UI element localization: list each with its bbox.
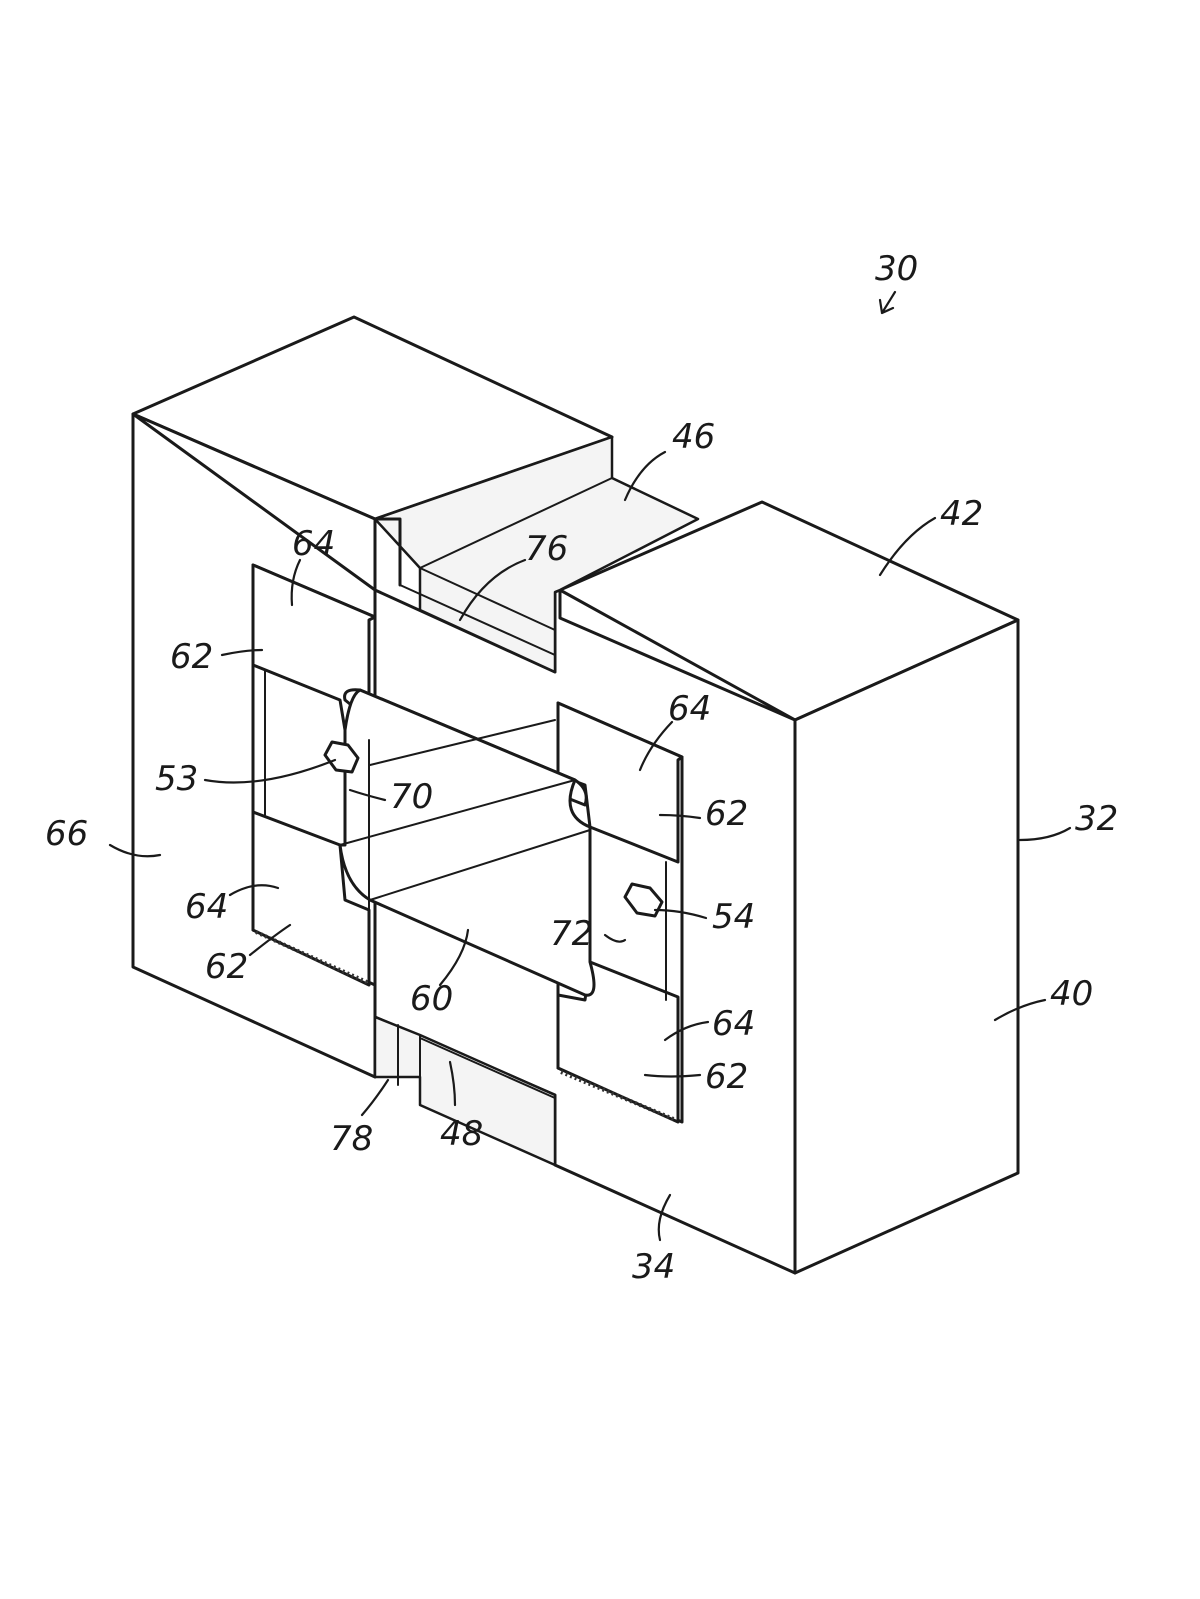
- leader-30: [878, 290, 897, 315]
- leader-62-ul: [220, 648, 264, 657]
- label-62-lr: 62: [705, 1057, 748, 1097]
- label-64-lr: 64: [712, 1004, 755, 1044]
- label-78: 78: [330, 1119, 373, 1159]
- label-60: 60: [410, 979, 453, 1019]
- top-slot: [373, 435, 700, 674]
- right-bolt: [623, 882, 664, 918]
- label-30: 30: [875, 249, 918, 289]
- leader-34: [657, 1193, 672, 1242]
- label-64-ll: 64: [185, 887, 228, 927]
- leader-66: [108, 843, 162, 858]
- leader-lines: [108, 290, 1072, 1242]
- label-32: 32: [1075, 799, 1118, 839]
- leader-62-lr: [643, 1073, 702, 1078]
- leader-64-ur: [638, 720, 674, 772]
- leader-76: [458, 558, 527, 622]
- leader-70: [348, 788, 387, 802]
- leader-40: [993, 998, 1047, 1022]
- leader-48: [448, 1060, 457, 1107]
- bottom-slot-edges: [397, 1024, 556, 1099]
- label-42: 42: [940, 494, 983, 534]
- leader-53: [203, 758, 337, 784]
- label-72: 72: [550, 914, 593, 954]
- center-bar-bottom-edge: [369, 899, 586, 996]
- leader-64-ul: [290, 558, 302, 607]
- label-64-ur: 64: [668, 689, 711, 729]
- label-54: 54: [712, 897, 755, 937]
- label-53: 53: [155, 759, 198, 799]
- leader-32: [1018, 826, 1072, 842]
- right-side-face: [793, 618, 1020, 1275]
- leader-64-ll: [228, 884, 280, 897]
- leader-78: [360, 1078, 390, 1117]
- label-66: 66: [45, 814, 88, 854]
- label-40: 40: [1050, 974, 1093, 1014]
- label-62-ll: 62: [205, 947, 248, 987]
- leader-46: [623, 450, 667, 502]
- label-62-ur: 62: [705, 794, 748, 834]
- leader-60: [438, 928, 470, 987]
- leader-62-ur: [658, 813, 702, 820]
- center-cutout: [251, 563, 684, 1124]
- leader-72: [603, 933, 627, 943]
- label-62-ul: 62: [170, 637, 213, 677]
- left-bolt: [323, 740, 360, 774]
- label-46: 46: [672, 417, 715, 457]
- leader-54: [653, 908, 708, 920]
- hatch-right-bottom: [560, 1070, 677, 1122]
- right-recess-steps: [589, 826, 679, 1001]
- label-70: 70: [390, 777, 433, 817]
- left-recess-steps: [252, 664, 370, 911]
- leader-62-ll: [248, 923, 292, 957]
- hatch-left-bottom: [255, 930, 370, 985]
- center-bar-ridge: [339, 719, 591, 901]
- label-34: 34: [632, 1247, 675, 1287]
- slot-left-wall: [373, 517, 402, 587]
- label-48: 48: [440, 1114, 483, 1154]
- leader-42: [878, 516, 937, 577]
- label-76: 76: [525, 529, 568, 569]
- label-64-ul: 64: [292, 524, 335, 564]
- reference-numerals: 30 46 42 76 64 62 53 70 64 62 32 66 64 6…: [45, 249, 1118, 1287]
- leader-64-lr: [663, 1020, 710, 1042]
